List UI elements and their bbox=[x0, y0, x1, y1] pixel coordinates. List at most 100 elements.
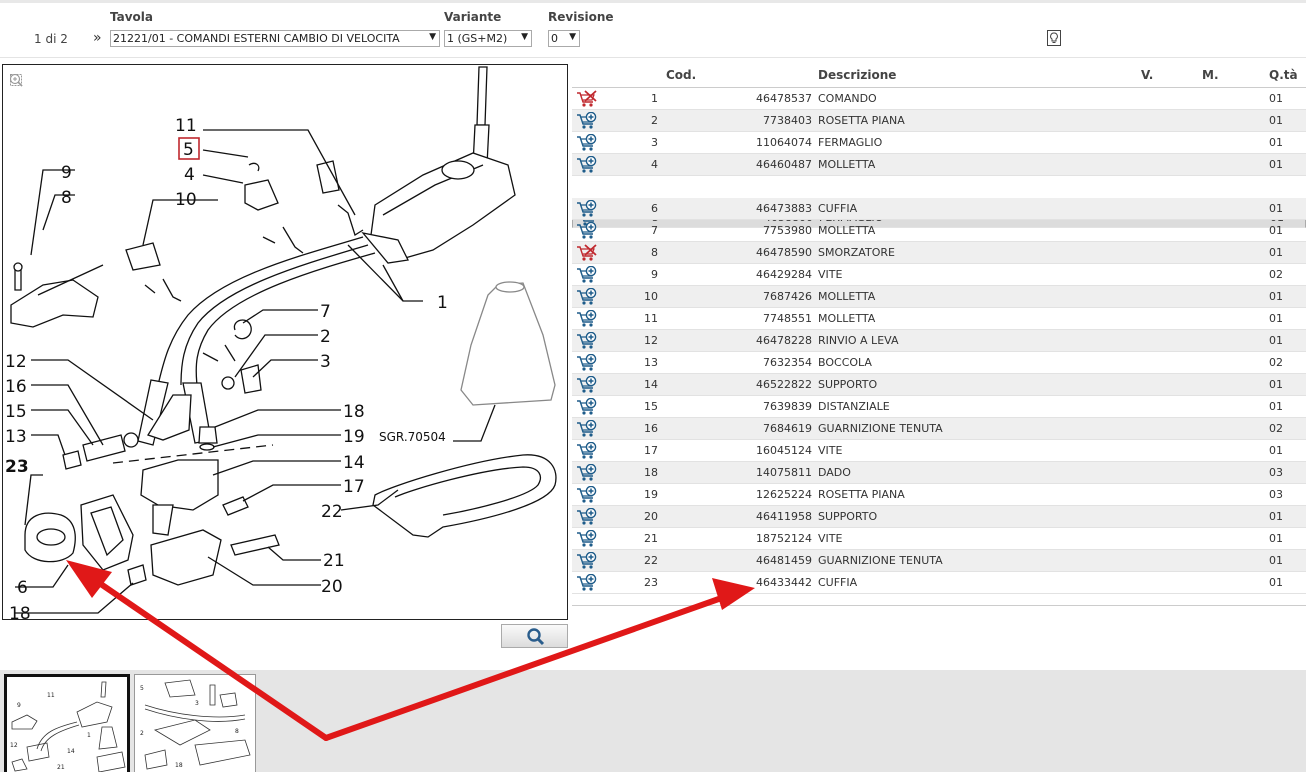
variante-select[interactable]: 1 (GS+M2) ▼ bbox=[444, 30, 532, 47]
row-code: 14075811 bbox=[756, 466, 812, 479]
row-position: 16 bbox=[644, 422, 658, 435]
revisione-select[interactable]: 0 ▼ bbox=[548, 30, 580, 47]
cart-add-icon[interactable] bbox=[576, 309, 598, 328]
row-description: DISTANZIALE bbox=[818, 400, 890, 413]
cart-add-icon[interactable] bbox=[576, 551, 598, 570]
cart-add-icon[interactable] bbox=[576, 111, 598, 130]
cart-add-icon[interactable] bbox=[576, 221, 598, 240]
cart-unavailable-icon[interactable] bbox=[576, 244, 598, 262]
row-description: VITE bbox=[818, 268, 843, 281]
row-quantity: 01 bbox=[1269, 334, 1283, 347]
cart-add-icon[interactable] bbox=[576, 133, 598, 152]
row-code: 7753980 bbox=[763, 224, 812, 237]
svg-text:1: 1 bbox=[87, 732, 91, 739]
row-description: VITE bbox=[818, 444, 843, 457]
zoom-out-icon[interactable] bbox=[9, 74, 23, 123]
svg-text:5: 5 bbox=[140, 685, 144, 692]
svg-text:20: 20 bbox=[321, 577, 343, 597]
svg-text:1: 1 bbox=[437, 293, 448, 313]
exploded-drawing-panel[interactable]: 11 4 10 9 8 1 7 2 3 18 19 14 17 22 21 20… bbox=[2, 64, 568, 620]
header-v: V. bbox=[1141, 68, 1154, 82]
row-position: 20 bbox=[644, 510, 658, 523]
header-descrizione: Descrizione bbox=[818, 68, 897, 82]
row-description: MOLLETTA bbox=[818, 158, 876, 171]
row-quantity: 01 bbox=[1269, 136, 1283, 149]
cart-add-icon[interactable] bbox=[576, 287, 598, 306]
cart-add-icon[interactable] bbox=[576, 419, 598, 438]
row-position: 9 bbox=[651, 268, 658, 281]
row-code: 16045124 bbox=[756, 444, 812, 457]
header-qty: Q.tà bbox=[1269, 68, 1298, 82]
svg-text:13: 13 bbox=[5, 427, 27, 447]
cart-add-icon[interactable] bbox=[576, 375, 598, 394]
table-header: Cod. Descrizione V. M. Q.tà bbox=[572, 64, 1306, 88]
lightbulb-icon[interactable] bbox=[1045, 29, 1063, 47]
row-code: 46478228 bbox=[756, 334, 812, 347]
zoom-toolbar bbox=[9, 73, 23, 127]
fit-view-icon[interactable] bbox=[9, 73, 23, 87]
row-description: SMORZATORE bbox=[818, 246, 895, 259]
cart-add-icon[interactable] bbox=[576, 353, 598, 372]
row-description: CUFFIA bbox=[818, 576, 858, 589]
tavola-select[interactable]: 21221/01 - COMANDI ESTERNI CAMBIO DI VEL… bbox=[110, 30, 440, 47]
row-quantity: 01 bbox=[1269, 510, 1283, 523]
row-quantity: 03 bbox=[1269, 466, 1283, 479]
cart-add-icon[interactable] bbox=[576, 507, 598, 526]
cart-add-icon[interactable] bbox=[576, 573, 598, 592]
cart-add-icon[interactable] bbox=[576, 463, 598, 482]
row-code: 12625224 bbox=[756, 488, 812, 501]
row-code: 7632354 bbox=[763, 356, 812, 369]
callout-highlighted[interactable]: 5 bbox=[183, 140, 194, 160]
cart-add-icon[interactable] bbox=[576, 485, 598, 504]
cart-add-icon[interactable] bbox=[576, 155, 598, 174]
cart-add-icon[interactable] bbox=[576, 441, 598, 460]
cart-add-icon[interactable] bbox=[576, 199, 598, 218]
cart-add-icon[interactable] bbox=[576, 265, 598, 284]
cart-add-icon[interactable] bbox=[576, 397, 598, 416]
cart-add-icon[interactable] bbox=[576, 331, 598, 350]
svg-text:2: 2 bbox=[320, 327, 331, 347]
row-code: 46473883 bbox=[756, 202, 812, 215]
cart-unavailable-icon[interactable] bbox=[576, 90, 598, 108]
row-quantity: 01 bbox=[1269, 378, 1283, 391]
next-page-button[interactable]: » bbox=[93, 30, 102, 46]
cart-add-icon[interactable] bbox=[576, 529, 598, 548]
header-divider bbox=[0, 57, 1306, 58]
svg-text:9: 9 bbox=[17, 702, 21, 709]
row-position: 17 bbox=[644, 444, 658, 457]
svg-text:17: 17 bbox=[343, 477, 365, 497]
search-button[interactable] bbox=[501, 624, 568, 648]
row-code: 7684619 bbox=[763, 422, 812, 435]
row-quantity: 01 bbox=[1269, 158, 1283, 171]
row-position: 6 bbox=[651, 202, 658, 215]
row-quantity: 01 bbox=[1269, 224, 1283, 237]
svg-text:4: 4 bbox=[184, 165, 195, 185]
svg-text:15: 15 bbox=[5, 402, 27, 422]
svg-text:12: 12 bbox=[5, 352, 27, 372]
